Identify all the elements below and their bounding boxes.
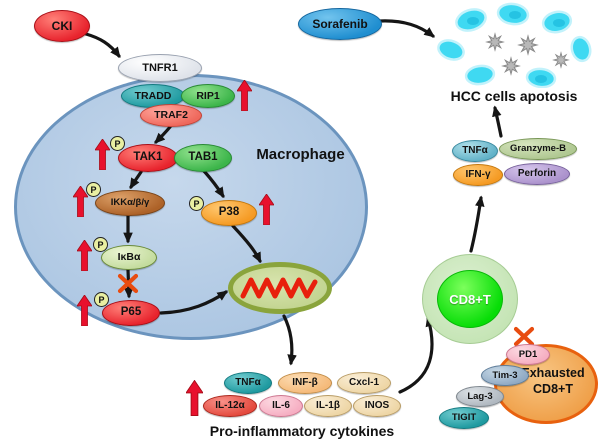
node-traf2: TRAF2: [140, 104, 202, 127]
phospho-badge-p38: P: [189, 196, 204, 211]
cytokine-infb-label: INF-β: [292, 377, 318, 388]
increase-arrow-ikba-icon: [76, 239, 93, 272]
marker-pd1-label: PD1: [518, 348, 538, 360]
node-p65: P65: [102, 300, 160, 326]
increase-arrow-tak1-icon: [94, 138, 111, 171]
node-marker-tigit: TIGIT: [439, 407, 489, 429]
node-ikba: IκBα: [101, 245, 157, 270]
phospho-badge-tak1: P: [110, 136, 125, 151]
node-sorafenib: Sorafenib: [298, 8, 382, 40]
node-tab1: TAB1: [174, 144, 232, 172]
p38-label: P38: [218, 206, 240, 219]
node-effector-ifng: IFN-γ: [453, 164, 503, 186]
node-effector-granzyme-b: Granzyme-B: [499, 138, 577, 160]
arrow-cytokines-to-cd8t: [398, 315, 435, 394]
node-ikk: IKKα/β/γ: [95, 190, 165, 216]
nucleus: [228, 262, 332, 314]
tradd-label: TRADD: [134, 89, 172, 102]
traf2-label: TRAF2: [154, 109, 188, 122]
node-tak1: TAK1: [118, 144, 178, 172]
node-rip1: RIP1: [181, 84, 235, 108]
cytokine-il1b-label: IL-1β: [316, 400, 340, 411]
apoptotic-body-icons: [486, 33, 569, 75]
cytokine-cxcl1-label: Cxcl-1: [348, 377, 379, 388]
node-cytokine-infb: INF-β: [278, 372, 332, 394]
effector-ifng-label: IFN-γ: [465, 169, 491, 180]
effector-perforin-label: Perforin: [517, 168, 557, 179]
cd8t-label: CD8+T: [449, 291, 491, 307]
phospho-badge-ikk: P: [86, 182, 101, 197]
marker-tim3-label: Tim-3: [492, 369, 518, 381]
increase-arrow-rip1-icon: [236, 79, 253, 112]
p65-label: P65: [120, 306, 142, 319]
phospho-badge-p65: P: [94, 292, 109, 307]
node-marker-lag3: Lag-3: [456, 386, 504, 407]
node-effector-tnfa: TNFα: [452, 140, 498, 162]
phospho-badge-ikba: P: [93, 237, 108, 252]
cytokine-inos-label: INOS: [364, 400, 390, 411]
tnfr1-label: TNFR1: [142, 61, 178, 74]
node-tnfr1: TNFR1: [118, 54, 202, 82]
ikba-label: IκBα: [117, 251, 141, 264]
node-cytokine-il12a: IL-12α: [203, 395, 257, 417]
cki-label: CKI: [51, 19, 73, 33]
node-marker-pd1: PD1: [506, 344, 550, 365]
node-effector-perforin: Perforin: [504, 163, 570, 185]
node-cytokine-il6: IL-6: [259, 395, 303, 417]
node-cytokine-il1b: IL-1β: [304, 395, 352, 417]
dna-coil-icon: [240, 277, 318, 299]
increase-arrow-p38-icon: [258, 193, 275, 226]
node-marker-tim3: Tim-3: [481, 365, 529, 386]
increase-arrow-cytokines-icon: [185, 379, 204, 417]
sorafenib-label: Sorafenib: [312, 17, 368, 31]
tumor-cell-nuclei-icons: [467, 11, 565, 83]
node-cytokine-inos: INOS: [353, 395, 401, 417]
node-cytokine-cxcl1: Cxcl-1: [337, 372, 391, 394]
exhausted-cd8t-label: Exhausted CD8+T: [521, 366, 585, 396]
cytokine-il6-label: IL-6: [272, 400, 290, 411]
tab1-label: TAB1: [188, 151, 218, 164]
rip1-label: RIP1: [196, 89, 220, 102]
hcc-cells-graphic: [437, 2, 592, 88]
cytokine-il12a-label: IL-12α: [215, 400, 245, 411]
node-p38: P38: [201, 200, 257, 226]
effector-granzyme-b-label: Granzyme-B: [510, 143, 566, 155]
pro-inflammatory-label: Pro-inflammatory cytokines: [209, 423, 395, 439]
marker-tigit-label: TIGIT: [451, 412, 477, 424]
tumor-cell-icons: [437, 2, 592, 88]
tak1-label: TAK1: [133, 151, 163, 164]
arrow-nucleus-to-cytokines: [282, 314, 297, 366]
effector-tnfa-label: TNFα: [462, 145, 488, 156]
hcc-apoptosis-label: HCC cells apotosis: [450, 88, 578, 104]
arrow-cki-to-tnfr1: [84, 32, 121, 59]
arrow-sorafenib-to-hcc: [378, 19, 436, 38]
node-cytokine-tnfa: TNFα: [224, 372, 272, 394]
inhibit-x-cd8t-exhausted-icon: [513, 326, 535, 347]
ikk-label: IKKα/β/γ: [110, 197, 150, 209]
arrow-effectors-to-hcc: [492, 105, 503, 138]
cytokine-tnfa-label: TNFα: [235, 377, 261, 388]
macrophage-label: Macrophage: [256, 146, 345, 163]
marker-lag3-label: Lag-3: [467, 390, 493, 402]
node-cki: CKI: [34, 10, 90, 42]
increase-arrow-p65-icon: [76, 294, 93, 327]
node-cd8t: CD8+T: [437, 270, 503, 328]
arrow-cd8t-to-effectors: [469, 195, 485, 253]
